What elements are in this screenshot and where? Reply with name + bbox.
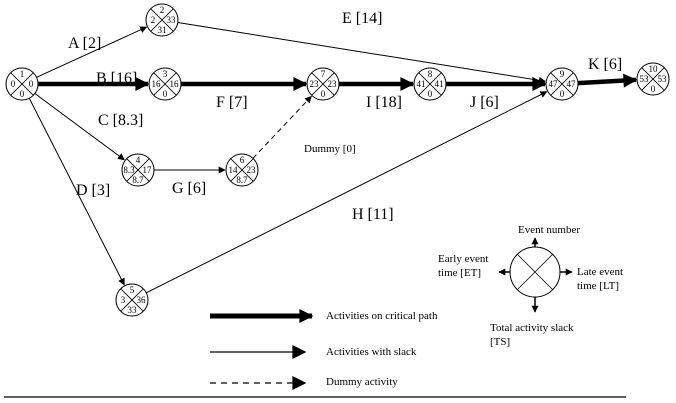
node-event-number: 5 — [130, 285, 135, 295]
activity-label-F: F [7] — [216, 94, 248, 111]
activity-label-J: J [6] — [470, 94, 499, 111]
key-total-slack-1: Total activity slack — [490, 322, 574, 334]
event-node-4: 48.3 178.7 — [121, 153, 155, 187]
event-node-7: 723 230 — [306, 67, 340, 101]
node-total-slack: 0 — [20, 89, 25, 99]
node-total-slack: 0 — [163, 89, 168, 99]
activity-label-E: E [14] — [342, 10, 382, 27]
legend-slack-label: Activities with slack — [326, 346, 417, 358]
node-early-time: 47 — [549, 79, 559, 89]
node-late-time: 41 — [435, 79, 444, 89]
node-late-time: 17 — [143, 165, 153, 175]
node-early-time: 14 — [229, 165, 239, 175]
event-node-3: 316 160 — [148, 67, 182, 101]
node-total-slack: 31 — [158, 25, 167, 35]
activity-arrow-E — [177, 22, 546, 84]
node-total-slack: 0 — [321, 89, 326, 99]
node-key: Event number Early event time [ET] Late … — [438, 224, 623, 348]
activity-arrow-C — [34, 93, 125, 161]
node-event-number: 3 — [163, 69, 168, 79]
activity-arrow-K — [577, 73, 638, 88]
activity-label-A: A [2] — [68, 35, 101, 52]
legend-dummy-label: Dummy activity — [326, 376, 398, 388]
node-early-time: 16 — [152, 79, 162, 89]
activity-arrow-H — [146, 91, 548, 294]
node-total-slack: 0 — [560, 89, 565, 99]
activity-label-G: G [6] — [172, 180, 206, 197]
node-event-number: 1 — [20, 69, 25, 79]
activity-label-K: K [6] — [588, 56, 622, 73]
node-early-time: 2 — [151, 15, 156, 25]
node-event-number: 4 — [136, 155, 141, 165]
node-late-time: 33 — [167, 15, 177, 25]
event-node-6: 614 238.7 — [225, 153, 259, 187]
key-total-slack-2: [TS] — [490, 336, 510, 348]
node-event-number: 2 — [160, 5, 165, 15]
activity-label-C: C [8.3] — [98, 112, 143, 129]
key-late-event-1: Late event — [577, 266, 623, 278]
activity-label-H: H [11] — [352, 206, 394, 223]
node-total-slack: 0 — [651, 84, 656, 94]
node-late-time: 0 — [29, 79, 34, 89]
activity-arrow-D — [28, 98, 125, 286]
node-total-slack: 8.7 — [132, 175, 144, 185]
node-early-time: 53 — [640, 74, 650, 84]
node-early-time: 8.3 — [123, 165, 135, 175]
event-node-8: 841 410 — [413, 67, 447, 101]
event-node-9: 947 470 — [545, 67, 579, 101]
legend-critical-label: Activities on critical path — [326, 310, 438, 322]
node-event-number: 7 — [321, 69, 326, 79]
node-event-number: 10 — [649, 64, 659, 74]
node-event-number: 6 — [240, 155, 245, 165]
node-late-time: 47 — [567, 79, 577, 89]
node-total-slack: 33 — [128, 305, 138, 315]
activity-label-I: I [18] — [366, 94, 402, 111]
key-late-event-2: time [LT] — [577, 280, 619, 292]
activity-label-D: D [3] — [76, 182, 110, 199]
activity-arrow-A — [36, 26, 148, 78]
activity-label-B: B [16] — [96, 70, 137, 87]
node-total-slack: 8.7 — [236, 175, 248, 185]
activity-labels: A [2] B [16] C [8.3] D [3] E [14] F [7] G [6] D… — [68, 10, 622, 223]
node-early-time: 41 — [417, 79, 426, 89]
key-early-event-2: time [ET] — [438, 267, 481, 279]
key-event-number: Event number — [518, 224, 580, 236]
node-early-time: 23 — [310, 79, 320, 89]
activity-label-Dm: Dummy [0] — [304, 143, 356, 155]
node-early-time: 0 — [11, 79, 16, 89]
legend: Activities on critical path Activities w… — [210, 309, 438, 390]
node-event-number: 9 — [560, 69, 565, 79]
activity-arrow-Dm — [252, 95, 312, 159]
node-late-time: 53 — [658, 74, 668, 84]
node-late-time: 16 — [170, 79, 180, 89]
activity-arrows — [28, 22, 638, 294]
node-late-time: 23 — [247, 165, 257, 175]
node-late-time: 23 — [328, 79, 338, 89]
node-early-time: 3 — [121, 295, 126, 305]
node-total-slack: 0 — [428, 89, 433, 99]
key-early-event-1: Early event — [438, 253, 488, 265]
node-late-time: 36 — [137, 295, 147, 305]
node-event-number: 8 — [428, 69, 433, 79]
